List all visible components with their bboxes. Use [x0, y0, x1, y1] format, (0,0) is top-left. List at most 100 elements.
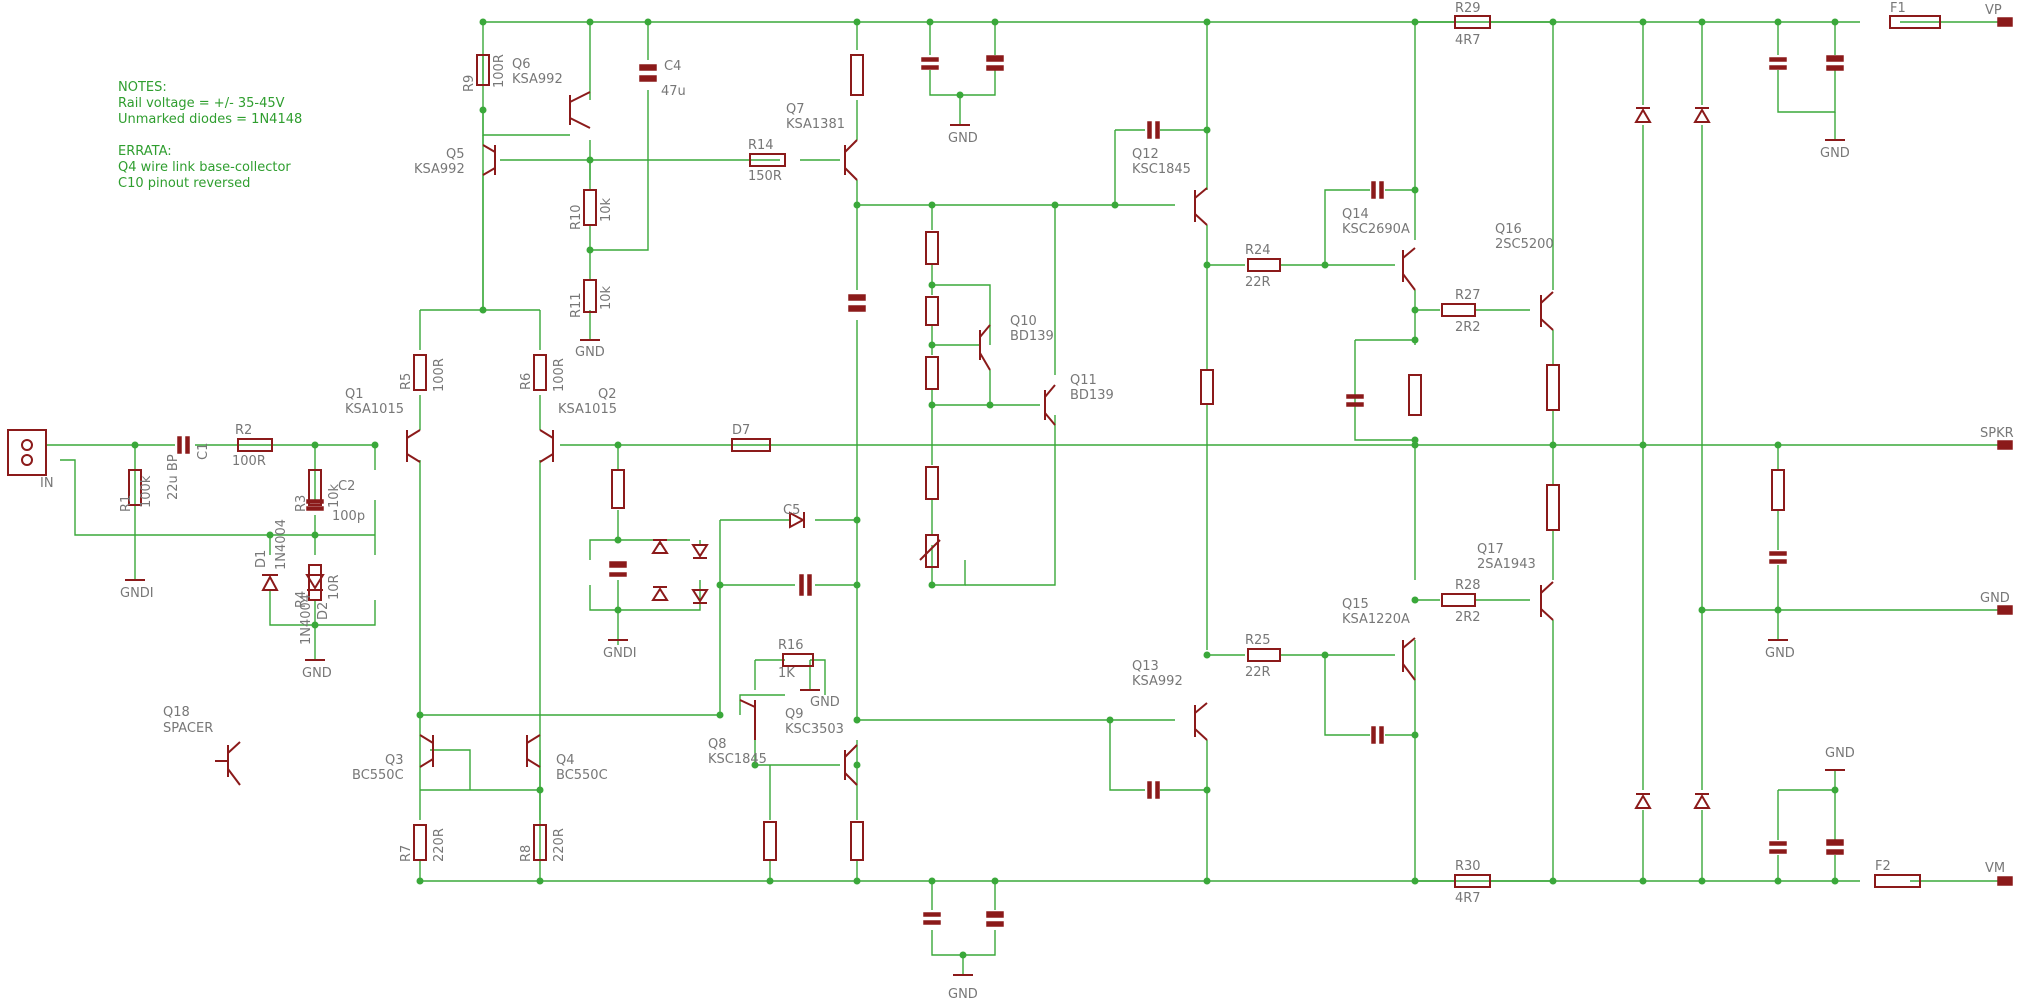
- q18-value: SPACER: [163, 721, 213, 736]
- r15-value: 150R: [748, 169, 782, 184]
- c2-symbol: [306, 499, 324, 511]
- c4-value: 47u: [661, 84, 686, 99]
- q7-value: KSA1381: [786, 117, 845, 132]
- q10-value: BD139: [1010, 329, 1054, 344]
- gnd-port-label: GND: [1980, 591, 2010, 606]
- r29-ref: R29: [1455, 1, 1481, 16]
- r30-value: 4R7: [1455, 891, 1481, 906]
- q10-symbol: [979, 324, 991, 371]
- d7-symbol: [789, 511, 806, 529]
- d8-symbol: [1634, 107, 1652, 123]
- r10-ref: R10: [569, 204, 584, 230]
- r29-value: 4R7: [1455, 33, 1481, 48]
- r17-symbol: [763, 821, 777, 861]
- r4-ref: R4: [294, 591, 309, 608]
- c13-symbol: [1371, 181, 1384, 199]
- r5-symbol: [413, 354, 427, 391]
- q17-value: 2SA1943: [1477, 557, 1536, 572]
- r6-symbol: [533, 354, 547, 391]
- q11-ref: Q11: [1070, 373, 1097, 388]
- q1-value: KSA1015: [345, 402, 404, 417]
- r25-value: 22R: [1245, 665, 1271, 680]
- gnd-label-3: GND: [948, 131, 978, 146]
- q17-ref: Q17: [1477, 542, 1504, 557]
- q16-value: 2SC5200: [1495, 237, 1554, 252]
- c19-symbol: [1826, 55, 1844, 71]
- r30-symbol: [1454, 874, 1491, 888]
- r2-value: 100R: [232, 454, 266, 469]
- r11-symbol: [583, 279, 597, 313]
- r33-symbol: [1771, 469, 1785, 511]
- r28-ref: R28: [1455, 578, 1481, 593]
- r24-ref: R24: [1245, 243, 1271, 258]
- q3-symbol: [419, 734, 434, 768]
- c4-ref: C4: [664, 59, 681, 74]
- c11-symbol: [1147, 121, 1160, 139]
- q12-value: KSC1845: [1132, 162, 1191, 177]
- c7-symbol: [921, 57, 939, 70]
- d1-value: 1N4004: [274, 519, 289, 570]
- q8-symbol: [739, 699, 756, 740]
- vr1-symbol: [919, 534, 941, 568]
- d2-symbol: [305, 574, 325, 591]
- q4-symbol: [526, 734, 541, 768]
- r1-symbol: [128, 469, 142, 506]
- q4-ref: Q4: [556, 753, 575, 768]
- d5-symbol: [691, 544, 709, 559]
- gnd-label-7: GND: [1765, 646, 1795, 661]
- q18-ref: Q18: [163, 705, 190, 720]
- d6-symbol: [691, 589, 709, 604]
- errata-heading: ERRATA:: [118, 144, 172, 159]
- d7-ref: C5: [783, 503, 800, 518]
- r10-symbol: [583, 189, 597, 226]
- c14-symbol: [1371, 726, 1384, 744]
- c16-symbol: [1769, 551, 1787, 564]
- q16-symbol: [1540, 291, 1554, 331]
- q9-ref: Q9: [785, 707, 804, 722]
- r30-ref: R30: [1455, 859, 1481, 874]
- errata-q4: Q4 wire link base-collector: [118, 160, 291, 175]
- gndi-label-1: GNDI: [120, 586, 154, 601]
- d10-symbol: [1693, 107, 1711, 123]
- r8-symbol: [533, 824, 547, 861]
- q7-symbol: [844, 139, 858, 181]
- c2-value: 100p: [332, 509, 365, 524]
- q14-symbol: [1402, 247, 1416, 291]
- r15-symbol: [749, 153, 786, 167]
- gnd-label-2: GND: [575, 345, 605, 360]
- q4-value: BC550C: [556, 768, 608, 783]
- q12-ref: Q12: [1132, 147, 1159, 162]
- r14-symbol: [850, 54, 864, 96]
- d1-ref: D1: [254, 550, 269, 568]
- r16-ref: R16: [778, 638, 804, 653]
- c10-symbol: [986, 911, 1004, 927]
- spkr-label: SPKR: [1980, 426, 2014, 441]
- r11-value: 10k: [599, 285, 614, 310]
- q14-value: KSC2690A: [1342, 222, 1410, 237]
- r7-symbol: [413, 824, 427, 861]
- q5-value: KSA992: [414, 162, 465, 177]
- q9-value: KSC3503: [785, 722, 844, 737]
- r5-ref: R5: [399, 373, 414, 390]
- r7-ref: R7: [399, 845, 414, 862]
- r16-value: 1K: [778, 666, 795, 681]
- r3-ref: R3: [294, 495, 309, 512]
- r24-value: 22R: [1245, 275, 1271, 290]
- notes-heading: NOTES:: [118, 80, 167, 95]
- r24-symbol: [1247, 258, 1281, 272]
- c2-ref: C2: [338, 479, 355, 494]
- input-connector: [7, 429, 47, 476]
- q7-ref: Q7: [786, 102, 805, 117]
- r11-ref: R11: [569, 292, 584, 318]
- c1-value: 22u BP: [166, 454, 181, 500]
- r2-ref: R2: [235, 423, 252, 438]
- gnd-label-6: GND: [1820, 146, 1850, 161]
- r9-ref: R9: [462, 75, 477, 92]
- q9-symbol: [844, 744, 858, 786]
- r10-value: 10k: [599, 197, 614, 222]
- q2-value: KSA1015: [558, 402, 617, 417]
- c15-symbol: [1346, 394, 1364, 407]
- r28-value: 2R2: [1455, 610, 1481, 625]
- r20-symbol: [925, 296, 939, 326]
- q15-value: KSA1220A: [1342, 612, 1410, 627]
